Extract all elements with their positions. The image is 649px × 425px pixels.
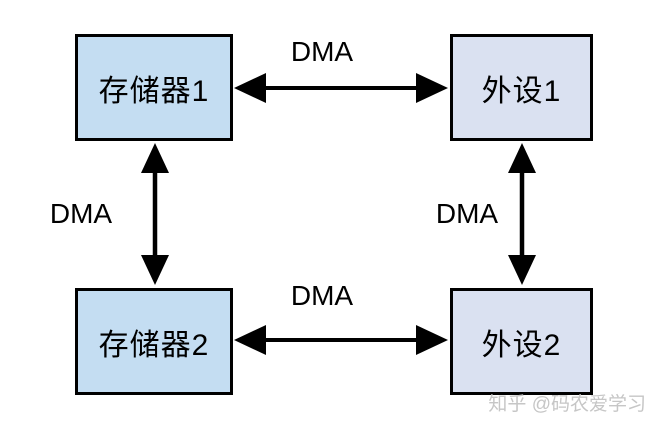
arrow-memory1-memory2 bbox=[141, 143, 169, 285]
edge-label-dma-bottom: DMA bbox=[290, 280, 354, 311]
arrow-memory1-peripheral1 bbox=[234, 73, 448, 103]
node-peripheral1: 外设1 bbox=[450, 34, 593, 141]
edge-label-dma-left: DMA bbox=[49, 198, 113, 229]
arrow-peripheral1-peripheral2 bbox=[508, 143, 536, 285]
node-memory1: 存储器1 bbox=[75, 34, 233, 141]
node-memory1-label: 存储器1 bbox=[98, 74, 210, 108]
node-peripheral1-label: 外设1 bbox=[481, 74, 562, 108]
node-peripheral2: 外设2 bbox=[450, 288, 593, 395]
edge-label-dma-top: DMA bbox=[290, 36, 354, 67]
node-memory2-label: 存储器2 bbox=[98, 328, 210, 362]
edge-label-dma-right: DMA bbox=[435, 198, 499, 229]
zhihu-watermark: 知乎 @码农爱学习 bbox=[488, 394, 646, 415]
node-peripheral2-label: 外设2 bbox=[481, 328, 562, 362]
node-memory2: 存储器2 bbox=[75, 288, 233, 395]
arrow-memory2-peripheral2 bbox=[234, 325, 448, 355]
